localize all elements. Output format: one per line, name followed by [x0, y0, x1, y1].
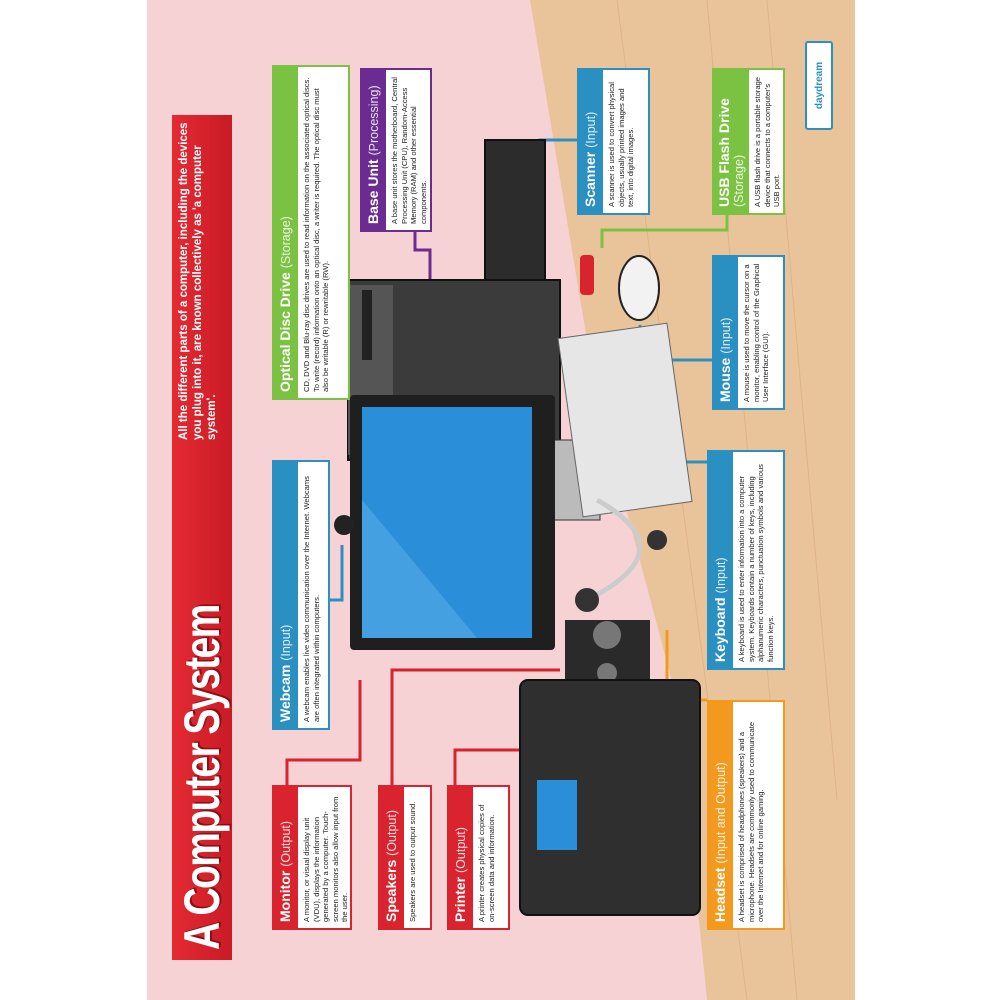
box-text: A monitor, or visual display unit (VDU),… [302, 796, 350, 922]
webcam-box: Webcam (Input) A webcam enables live vid… [272, 460, 330, 730]
box-title: Optical Disc Drive [277, 272, 293, 392]
printer-image [519, 679, 701, 916]
box-text: A mouse is used to move the cursor on a … [742, 263, 771, 402]
subtitle: All the different parts of a computer, i… [178, 122, 218, 440]
box-text: CD, DVD and Blu-ray disc drives are used… [302, 77, 331, 392]
box-category: (Output) [454, 827, 468, 873]
box-text: A scanner is used to convert physical ob… [607, 82, 636, 207]
monitor-box: Monitor (Output) A monitor, or visual di… [272, 785, 352, 930]
box-category: (Output) [385, 809, 399, 856]
headset-box: Headset (Input and Output) A headset is … [707, 700, 785, 930]
box-text: A printer creates physical copies of on-… [477, 804, 496, 922]
mouse-image [618, 255, 660, 321]
box-category: (Input) [279, 624, 293, 661]
box-category: (Storage) [279, 216, 293, 269]
box-title: Monitor [277, 870, 293, 922]
box-title: USB Flash Drive [716, 98, 732, 207]
box-title: Scanner [582, 151, 598, 207]
speakers-box: Speakers (Output) Speakers are used to o… [378, 785, 432, 930]
usb-flash-drive-box: USB Flash Drive (Storage) A USB flash dr… [712, 68, 785, 215]
box-category: (Input) [714, 557, 728, 594]
box-title: Keyboard [712, 597, 728, 662]
scanner-image [484, 139, 546, 281]
box-title: Mouse [717, 357, 733, 402]
keyboard-box: Keyboard (Input) A keyboard is used to e… [707, 450, 785, 670]
webcam-image [334, 515, 354, 535]
printer-box: Printer (Output) A printer creates physi… [447, 785, 510, 930]
speaker-image [565, 620, 650, 690]
poster: A Computer System All the different part… [147, 0, 855, 1000]
box-title: Webcam [277, 664, 293, 722]
box-text: A base unit stores the motherboard, Cent… [390, 77, 428, 224]
box-text: Speakers are used to output sound. [408, 801, 417, 922]
box-text: A USB flash drive is a portable storage … [753, 76, 782, 207]
page-title: A Computer System [174, 605, 230, 950]
keyboard-image [557, 322, 693, 518]
optical-disc-drive-box: Optical Disc Drive (Storage) CD, DVD and… [272, 65, 350, 400]
box-title: Speakers [383, 859, 399, 922]
usb-image [580, 255, 594, 295]
daydream-logo: daydream [805, 41, 833, 130]
box-text: A keyboard is used to enter information … [737, 464, 775, 662]
box-title: Headset [712, 867, 728, 922]
box-text: A headset is comprised of headphones (sp… [737, 721, 766, 922]
box-category: (Input and Output) [714, 762, 728, 864]
box-title: Printer [452, 876, 468, 922]
box-category: (Storage) [732, 154, 746, 207]
box-text: A webcam enables live video communicatio… [302, 476, 321, 722]
headset-image [585, 497, 642, 603]
box-category: (Output) [279, 820, 293, 867]
box-category: (Input) [584, 111, 598, 148]
box-category: (Processing) [367, 85, 381, 156]
box-title: Base Unit [365, 159, 381, 224]
base-unit-box: Base Unit (Processing) A base unit store… [360, 68, 432, 232]
mouse-box: Mouse (Input) A mouse is used to move th… [712, 255, 785, 410]
scanner-box: Scanner (Input) A scanner is used to con… [577, 68, 650, 215]
box-category: (Input) [719, 317, 733, 354]
